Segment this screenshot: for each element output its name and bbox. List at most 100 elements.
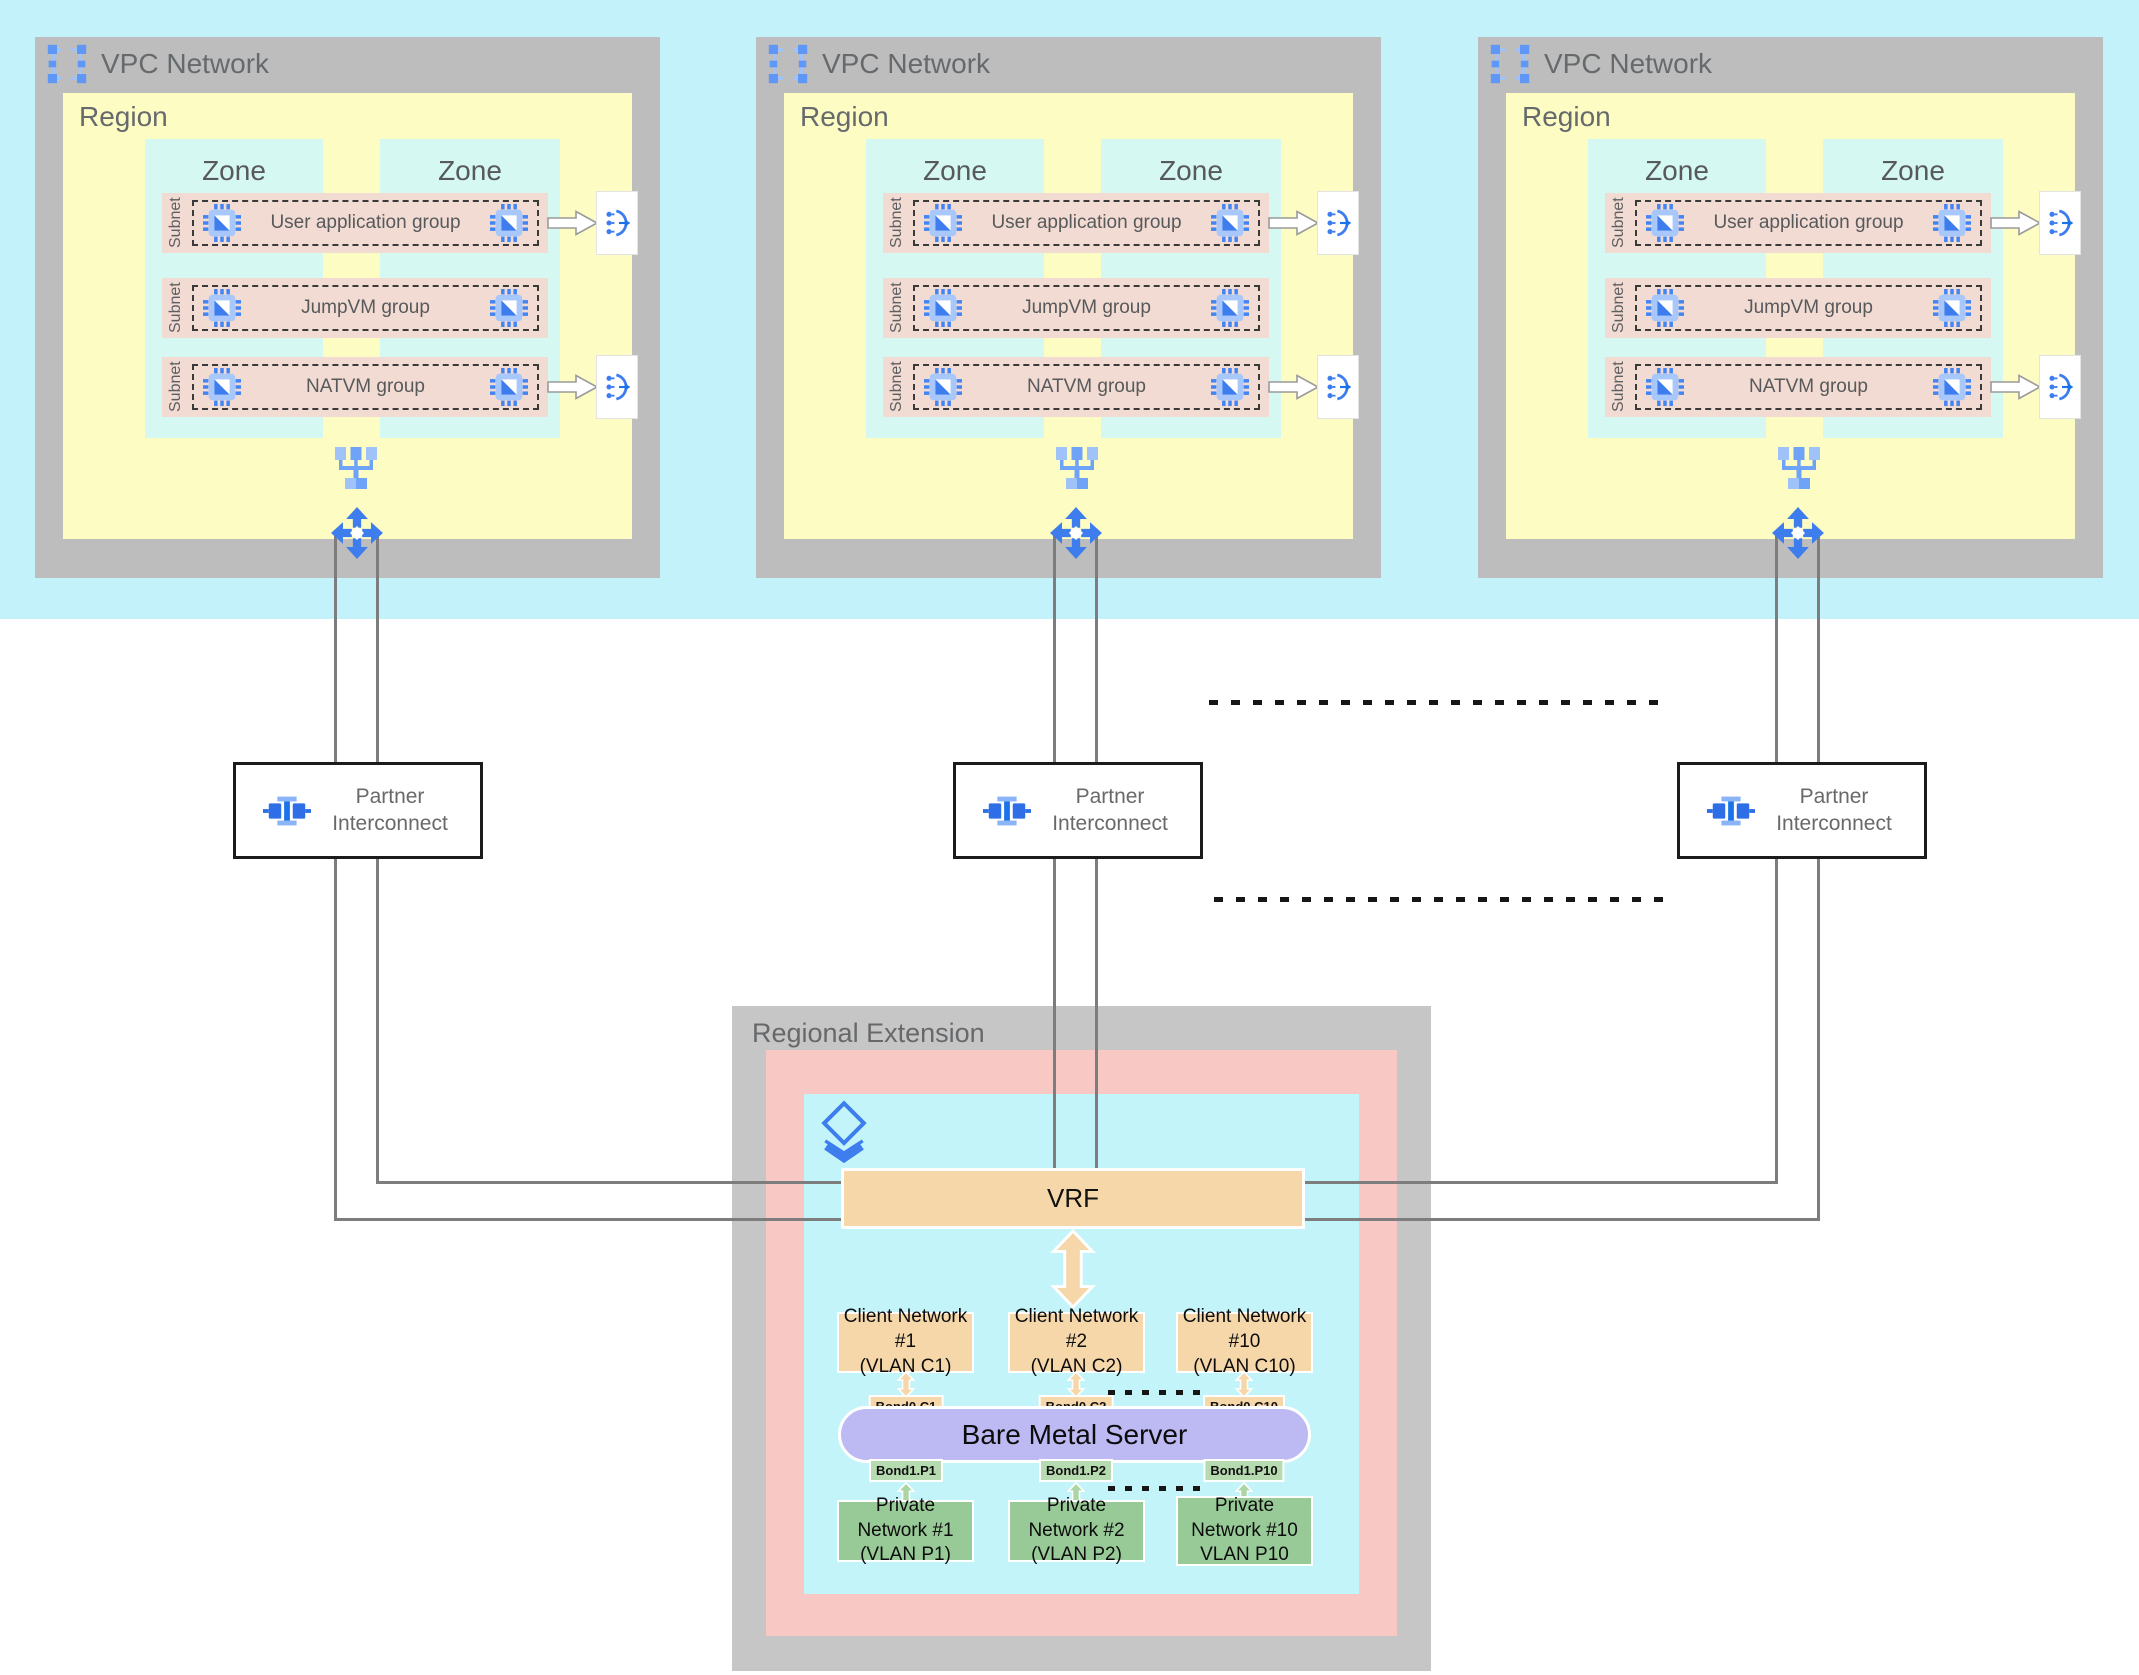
private-network-vlan: (VLAN P1) (860, 1544, 951, 1566)
partner-interconnect-icon (983, 792, 1031, 830)
regional-extension-title: Regional Extension (752, 1018, 985, 1048)
network-topology-icon (1774, 445, 1824, 492)
partner-interconnect-label: Partner Interconnect (1776, 785, 1892, 835)
subnet-label: Subnet (888, 282, 905, 334)
vrf-double-arrow (1049, 1229, 1097, 1309)
vm-icon (1211, 204, 1249, 242)
dotted-continuation-line (1108, 1390, 1208, 1395)
connector-line (1300, 1218, 1820, 1221)
vm-icon (1646, 289, 1684, 327)
vpc-header: VPC Network (47, 44, 269, 84)
instance-group-frame: User application group (1635, 200, 1982, 246)
partner-interconnect-icon (1707, 792, 1755, 830)
private-network-box: Private Network #1 (VLAN P1) (837, 1495, 974, 1565)
vm-icon (1933, 368, 1971, 406)
traffic-routing-icon (1771, 506, 1825, 560)
subnet-label: Subnet (167, 282, 184, 334)
vpc-network-icon (1490, 44, 1530, 84)
vpc-network-box-1: VPC Network Region Zone Zone Subnet User… (35, 37, 660, 578)
instance-group-frame: JumpVM group (1635, 285, 1982, 331)
load-balancer-icon (2044, 207, 2076, 239)
vm-icon (924, 368, 962, 406)
private-network-name: Private Network #10 (1191, 1494, 1298, 1541)
partner-interconnect-box: Partner Interconnect (233, 762, 483, 859)
instance-group-frame: NATVM group (913, 364, 1260, 410)
subnet-label: Subnet (888, 361, 905, 413)
network-topology-icon (1052, 445, 1102, 492)
instance-group-frame: User application group (192, 200, 539, 246)
bond-label: Bond1.P2 (1039, 1459, 1113, 1482)
vm-icon (490, 289, 528, 327)
zone-label: Zone (202, 155, 266, 186)
bare-metal-server: Bare Metal Server (838, 1406, 1311, 1463)
partner-interconnect-icon (263, 792, 311, 830)
traffic-routing-icon (330, 506, 384, 560)
arrow-to-load-balancer (547, 374, 599, 400)
vm-icon (490, 204, 528, 242)
region-box: Region Zone Zone Subnet User application… (784, 93, 1353, 539)
load-balancer-icon (601, 371, 633, 403)
vm-icon (1933, 204, 1971, 242)
vm-icon (1646, 204, 1684, 242)
vm-icon (924, 289, 962, 327)
region-box: Region Zone Zone Subnet User application… (63, 93, 632, 539)
load-balancer-box (596, 355, 638, 419)
connector-line (1300, 1181, 1778, 1184)
partner-interconnect-label: Partner Interconnect (332, 785, 448, 835)
vm-icon (924, 204, 962, 242)
client-network-name: Client Network #2 (1014, 1306, 1139, 1353)
bond-double-arrow (896, 1371, 916, 1398)
group-label: NATVM group (306, 376, 425, 397)
subnet-row: Subnet JumpVM group (1605, 278, 1991, 338)
vpc-network-box-2: VPC Network Region Zone Zone Subnet User… (756, 37, 1381, 578)
vm-icon (203, 289, 241, 327)
client-network-vlan: (VLAN C2) (1030, 1355, 1123, 1377)
subnet-row: Subnet NATVM group (883, 357, 1269, 417)
load-balancer-icon (1322, 207, 1354, 239)
private-network-vlan: (VLAN P2) (1031, 1544, 1122, 1566)
network-topology-icon (331, 445, 381, 492)
zone-label: Zone (1645, 155, 1709, 186)
arrow-to-load-balancer (1990, 210, 2042, 236)
subnet-row: Subnet NATVM group (1605, 357, 1991, 417)
load-balancer-box (2039, 355, 2081, 419)
instance-group-frame: NATVM group (192, 364, 539, 410)
subnet-label: Subnet (1610, 361, 1627, 413)
private-network-name: Private Network #1 (857, 1494, 954, 1541)
arrow-to-load-balancer (547, 210, 599, 236)
load-balancer-icon (1322, 371, 1354, 403)
vm-icon (1211, 368, 1249, 406)
vpc-network-icon (768, 44, 808, 84)
client-network-box: Client Network #10 (VLAN C10) (1176, 1306, 1313, 1377)
vm-icon (203, 368, 241, 406)
region-label: Region (1522, 101, 1611, 132)
private-network-box: Private Network #10 VLAN P10 (1176, 1494, 1313, 1566)
vpc-header: VPC Network (1490, 44, 1712, 84)
instance-group-frame: User application group (913, 200, 1260, 246)
subnet-label: Subnet (1610, 197, 1627, 249)
load-balancer-icon (2044, 371, 2076, 403)
load-balancer-box (596, 191, 638, 255)
zone-label: Zone (438, 155, 502, 186)
instance-group-frame: JumpVM group (192, 285, 539, 331)
bond-label: Bond1.P1 (869, 1459, 943, 1482)
connector-line (334, 1218, 846, 1221)
private-network-name: Private Network #2 (1028, 1494, 1125, 1541)
region-box: Region Zone Zone Subnet User application… (1506, 93, 2075, 539)
load-balancer-box (1317, 355, 1359, 419)
subnet-row: Subnet NATVM group (162, 357, 548, 417)
arrow-to-load-balancer (1990, 374, 2042, 400)
subnet-label: Subnet (167, 197, 184, 249)
arrow-to-load-balancer (1268, 374, 1320, 400)
group-label: User application group (1713, 212, 1904, 233)
partner-interconnect-box: Partner Interconnect (953, 762, 1203, 859)
vpc-title: VPC Network (1544, 48, 1713, 79)
subnet-label: Subnet (888, 197, 905, 249)
zone-label: Zone (923, 155, 987, 186)
group-label: JumpVM group (301, 297, 430, 318)
subnet-row: Subnet JumpVM group (883, 278, 1269, 338)
connector-line (334, 530, 337, 1220)
traffic-routing-icon (1049, 506, 1103, 560)
dotted-continuation-line (1209, 700, 1665, 705)
